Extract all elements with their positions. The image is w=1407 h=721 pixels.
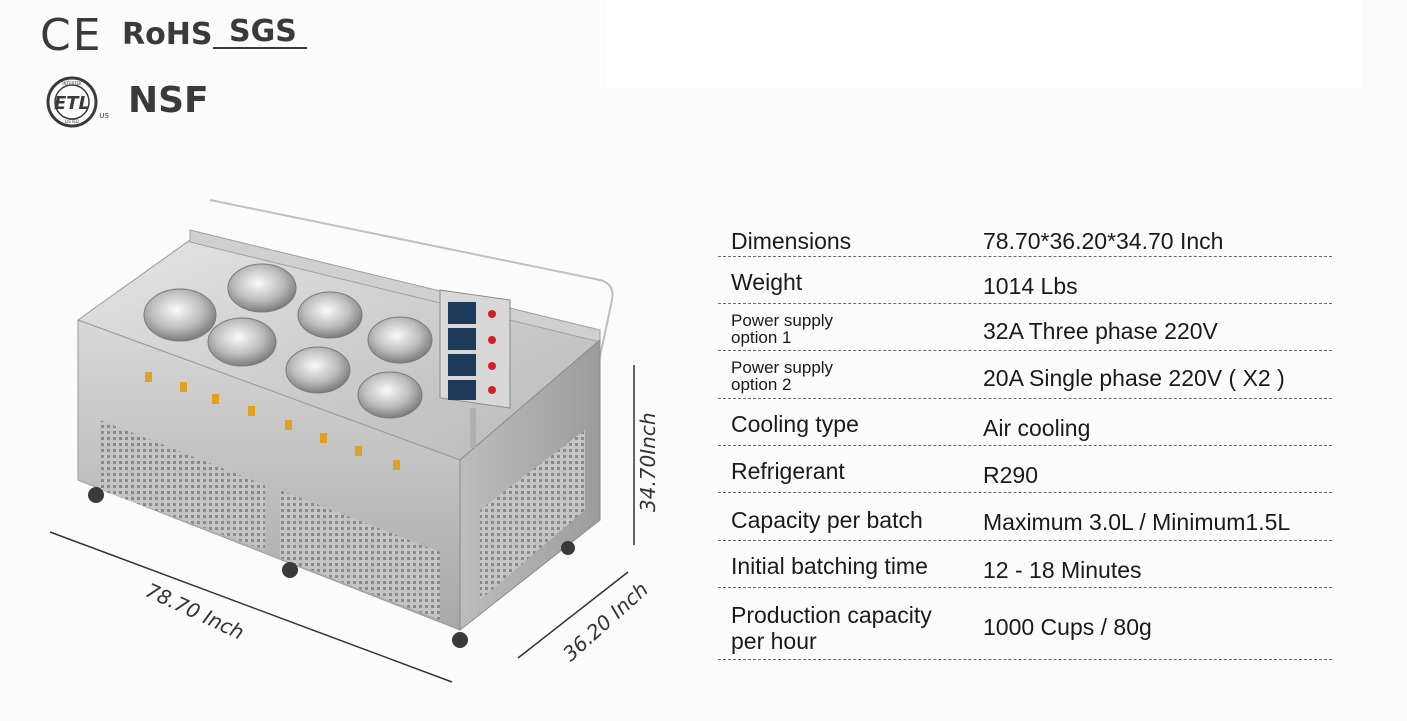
spec-row-dimensions: Dimensions 78.70*36.20*34.70 Inch: [718, 224, 1332, 257]
spec-label: Refrigerant: [731, 458, 845, 484]
machine-illustration: [49, 199, 635, 683]
front-vent-left: [100, 420, 265, 550]
rohs-mark: RoHS: [122, 17, 213, 52]
dimension-lines: [49, 365, 635, 683]
height-dimension-label: 34.70Inch: [636, 412, 660, 512]
spec-label: Weight: [731, 269, 803, 295]
spec-row-production: Production capacity per hour 1000 Cups /…: [718, 588, 1332, 660]
etl-small-top: INTERTEK: [62, 81, 82, 86]
spec-label: Cooling type: [731, 411, 859, 437]
spec-value: 12 - 18 Minutes: [983, 557, 1142, 583]
top-white-panel: [607, 0, 1363, 88]
spec-value: 1000 Cups / 80g: [983, 614, 1152, 640]
spec-row-cooling: Cooling type Air cooling: [718, 399, 1332, 446]
casters: [88, 487, 575, 648]
spec-row-power-1: Power supply option 1 32A Three phase 22…: [718, 304, 1332, 351]
spec-value: R290: [983, 462, 1038, 488]
spec-label: Initial batching time: [731, 553, 928, 579]
spec-value: 1014 Lbs: [983, 273, 1078, 299]
nsf-mark: NSF: [128, 80, 209, 121]
spec-value: 32A Three phase 220V: [983, 318, 1218, 344]
ce-mark: CE: [40, 10, 103, 61]
spec-row-power-2: Power supply option 2 20A Single phase 2…: [718, 351, 1332, 399]
spec-table: Dimensions 78.70*36.20*34.70 Inch Weight…: [718, 224, 1332, 660]
spec-value: Air cooling: [983, 415, 1091, 441]
etl-listed-mark: ETL INTERTEK LISTED US: [46, 76, 109, 128]
spec-label: Production capacity per hour: [731, 602, 932, 654]
spec-row-capacity: Capacity per batch Maximum 3.0L / Minimu…: [718, 493, 1332, 541]
mixing-bowls: [143, 263, 433, 419]
spec-label: Capacity per batch: [731, 507, 923, 533]
etl-us: US: [99, 112, 109, 120]
front-vent-right: [280, 490, 440, 620]
spec-value: 78.70*36.20*34.70 Inch: [983, 228, 1224, 254]
spec-label: Power supply option 2: [731, 358, 834, 394]
spec-row-refrigerant: Refrigerant R290: [718, 446, 1332, 493]
spec-row-batching-time: Initial batching time 12 - 18 Minutes: [718, 541, 1332, 588]
spec-label: Dimensions: [731, 228, 852, 254]
sgs-mark: SGS: [213, 17, 307, 49]
etl-text: ETL: [54, 93, 90, 114]
etl-small-bottom: LISTED: [65, 119, 79, 124]
spec-value: Maximum 3.0L / Minimum1.5L: [983, 509, 1291, 535]
glass-shield: [209, 199, 614, 381]
control-panel: [439, 289, 511, 448]
side-vent: [480, 430, 585, 600]
spec-value: 20A Single phase 220V ( X2 ): [983, 365, 1285, 391]
spec-row-weight: Weight 1014 Lbs: [718, 257, 1332, 304]
spec-label: Power supply option 1: [731, 311, 834, 347]
dispense-handles: [145, 372, 400, 470]
